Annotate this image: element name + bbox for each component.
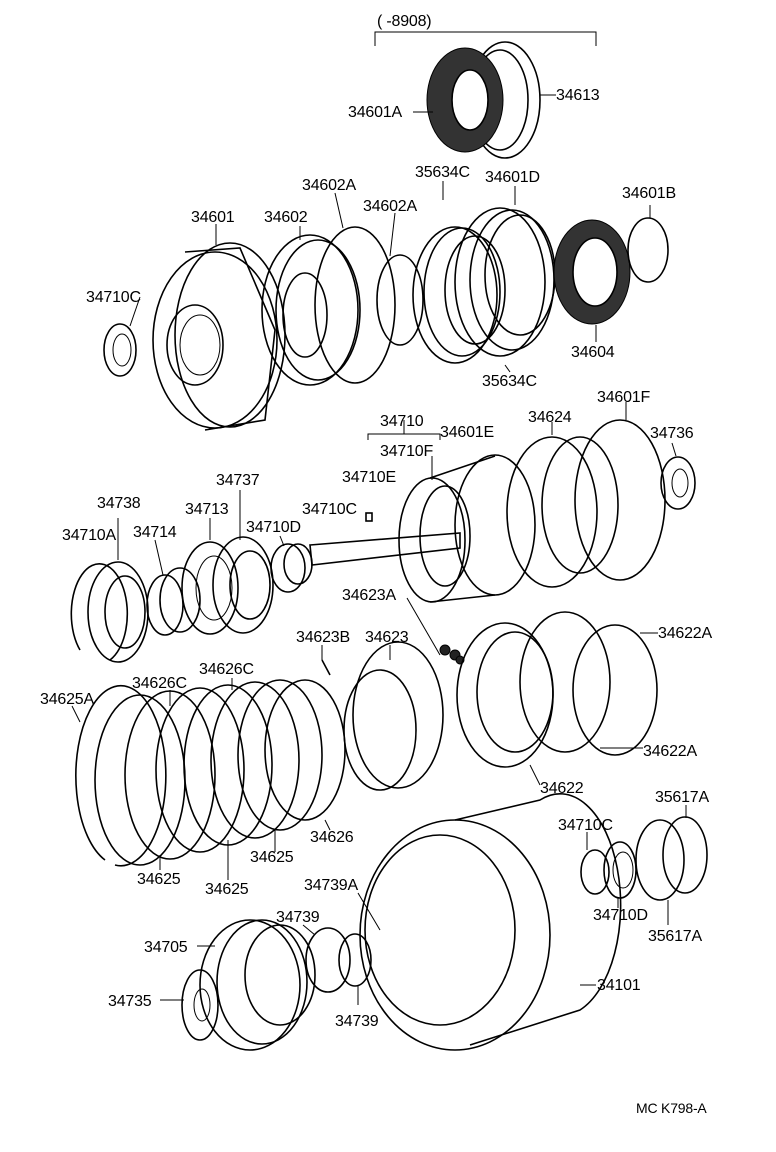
part-35634C-clutch-plates [412,181,555,373]
label-34710C-mid: 34710C [302,501,357,518]
label-34622: 34622 [540,780,584,797]
label-34601B: 34601B [622,185,676,202]
date-note: ( -8908) [377,13,431,30]
part-34738-snap-ring [70,563,129,661]
part-34710C-washer-left [103,296,141,377]
label-34622A-bot: 34622A [643,743,697,760]
label-34626: 34626 [310,829,354,846]
label-34738: 34738 [97,495,141,512]
label-34626C-b: 34626C [199,661,254,678]
label-34602A-top: 34602A [302,177,356,194]
part-34604-spring-pack [553,219,631,342]
part-34739-bearings [302,924,372,1005]
label-35634C-top: 35634C [415,164,470,181]
part-34601B-snap-ring [627,205,669,283]
label-34739-bot: 34739 [335,1013,379,1030]
label-34710C-left: 34710C [86,289,141,306]
label-34739-top: 34739 [276,909,320,926]
part-34626-clutch-stack [94,678,346,880]
label-34625A: 34625A [40,691,94,708]
label-34710D-right: 34710D [593,907,648,924]
part-34602A-ring-pair [314,192,424,384]
label-34601: 34601 [191,209,235,226]
label-34625-c: 34625 [205,881,249,898]
label-34602A-mid: 34602A [363,198,417,215]
label-34624: 34624 [528,409,572,426]
label-34626C-a: 34626C [132,675,187,692]
part-34713-race [181,518,239,635]
part-34601-drum [152,224,286,431]
label-34623B: 34623B [296,629,350,646]
label-34710F: 34710F [380,443,433,460]
part-34623B-ring [321,645,331,676]
part-34623A-springs [406,597,465,665]
label-34710D-mid: 34710D [246,519,301,536]
part-34710C-washer-right [580,832,610,895]
label-34713: 34713 [185,501,229,518]
label-34714: 34714 [133,524,177,541]
label-34737: 34737 [216,472,260,489]
part-34623-snap-plate [343,641,444,791]
label-34739A: 34739A [304,877,358,894]
label-34622A-top: 34622A [658,625,712,642]
label-34710C-right: 34710C [558,817,613,834]
label-34604: 34604 [571,344,615,361]
part-35617A-rings [635,805,708,925]
part-34736-thrust-washer [660,442,696,510]
part-34622-piston [456,622,554,786]
part-34714-hub [146,539,201,636]
label-34602: 34602 [264,209,308,226]
label-34601E: 34601E [440,424,494,441]
part-34739A-race [357,892,381,931]
label-34735: 34735 [108,993,152,1010]
label-34710A: 34710A [62,527,116,544]
label-34623A: 34623A [342,587,396,604]
label-34613: 34613 [556,87,600,104]
label-35617A-top: 35617A [655,789,709,806]
label-34705: 34705 [144,939,188,956]
label-34625-a: 34625 [250,849,294,866]
diagram-code: MC K798-A [636,1100,707,1116]
part-34602-piston [261,226,361,386]
label-34736: 34736 [650,425,694,442]
part-34737-gear [212,490,274,634]
label-34601D: 34601D [485,169,540,186]
part-34624-ring-gear [506,422,619,588]
part-drum-spring-pack-top [413,41,556,159]
part-labels: 34613 34601A 34602A 35634C 34601D 34601B… [40,87,713,1030]
label-35617A-bot: 35617A [648,928,702,945]
label-34601F: 34601F [597,389,650,406]
label-35634C-bot: 35634C [482,373,537,390]
label-34623: 34623 [365,629,409,646]
part-34710F-carrier [398,454,536,603]
part-34625A-snap-ring [71,684,167,867]
part-34735-washer [160,969,219,1041]
label-34710: 34710 [380,413,424,430]
part-34710A-sprag [87,518,149,663]
part-34705-carrier [197,919,316,1051]
label-34101: 34101 [597,977,641,994]
part-34101-case [359,793,622,1051]
label-34710E: 34710E [342,469,396,486]
label-34625-b: 34625 [137,871,181,888]
part-34710-shaft [309,420,461,566]
part-34622A-o-rings [519,611,658,756]
label-34601A: 34601A [348,104,402,121]
part-34710D-bearing-mid [270,535,313,593]
date-bracket: ( -8908) [374,13,597,46]
